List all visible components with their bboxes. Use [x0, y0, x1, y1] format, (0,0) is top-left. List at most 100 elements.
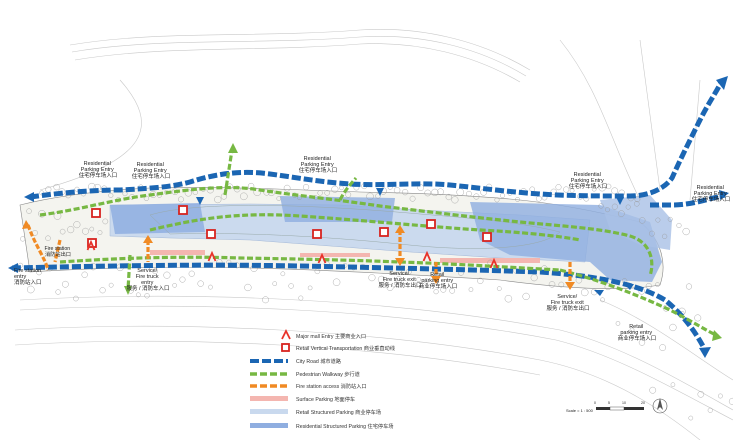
tree-symbol [655, 217, 661, 223]
tree-symbol [473, 193, 480, 200]
scale-tick-0: 0 [594, 401, 596, 405]
tree-symbol [605, 207, 610, 213]
tree-symbol [395, 276, 403, 284]
tree-symbol [649, 386, 657, 394]
tree-symbol [530, 274, 538, 282]
residential-structured-parking-zone-left [110, 203, 205, 234]
walkway-arrows [124, 143, 722, 341]
tree-symbol [102, 218, 109, 225]
tree-symbol [179, 276, 186, 283]
tree-symbol [618, 210, 625, 217]
tree-symbol [331, 185, 339, 193]
tree-symbol [669, 323, 677, 332]
city-road-arrows [8, 76, 729, 358]
retail-vertical-transport-marker [379, 227, 389, 237]
scale-tick-1: 5 [608, 401, 610, 405]
label-retail-entry-mid: Retail parking entry 商业停车场入口 [419, 272, 458, 290]
legend-label-retail-structured-parking: Retail Structured Parking 商业停车场 [296, 408, 381, 416]
tree-symbol [240, 192, 248, 201]
tree-symbol [67, 226, 75, 234]
tree-symbol [494, 197, 500, 203]
tree-symbol [634, 196, 641, 203]
tree-symbol [661, 233, 668, 239]
tree-symbol [563, 186, 570, 193]
fire-access-left-2 [53, 239, 62, 263]
tree-symbol [548, 281, 556, 288]
legend-item-surface-parking: Surface Parking 地面停车 [250, 395, 355, 403]
tree-symbol [298, 295, 304, 301]
tree-symbol [611, 203, 618, 210]
walkway-bottom-left [126, 254, 132, 291]
tree-symbol [26, 208, 32, 214]
major-mall-entry-marker [86, 239, 96, 251]
label-fire-station-exit: Fire station 消防站出口 [44, 246, 71, 258]
major-mall-entry-marker [317, 252, 327, 264]
tree-symbol [555, 184, 562, 191]
tree-symbol [639, 217, 646, 224]
city-road-top-right-spur [650, 192, 726, 208]
tree-symbol [27, 285, 35, 294]
label-res-entry-3: Residential Parking Entry 住宅停车场入口 [299, 156, 338, 174]
tree-symbol [504, 295, 513, 303]
walkway-north-spur-2 [338, 176, 358, 201]
label-service-fire-exit-mid: Service/ Fire truck exit 服务 / 消防车出口 [378, 271, 421, 289]
tree-symbol [393, 187, 401, 194]
tree-symbol [375, 193, 381, 199]
tree-symbol [682, 227, 690, 236]
tree-symbol [55, 289, 61, 295]
tree-symbol [36, 269, 42, 276]
tree-symbol [81, 271, 88, 278]
label-res-entry-2: Residential Parking Entry 住宅停车场入口 [132, 162, 171, 180]
tree-symbol [297, 195, 302, 200]
tree-symbol [409, 195, 416, 202]
tree-symbol [82, 227, 89, 235]
tree-symbol [99, 287, 106, 294]
tree-symbol [366, 192, 374, 201]
retail-vertical-transport-marker [91, 208, 101, 218]
major-mall-entry-marker [207, 250, 217, 262]
tree-symbol [135, 292, 141, 298]
walkway-inner [149, 213, 581, 242]
legend-item-pedestrian-walkway: Pedestrian Walkway 步行道 [250, 370, 360, 378]
tree-symbol [499, 192, 506, 198]
tree-symbol [629, 327, 635, 333]
tree-symbol [477, 277, 484, 284]
tree-symbol [522, 292, 530, 301]
tree-symbol [276, 196, 282, 201]
major-mall-entry-markers [86, 239, 499, 269]
tree-symbol [440, 286, 447, 293]
tree-symbol [433, 289, 439, 295]
tree-symbol [368, 274, 376, 282]
retail-vertical-transport-marker [482, 232, 492, 242]
label-service-fire-exit-right: Service/ Fire truck exit 服务 / 消防车出口 [546, 294, 589, 312]
tree-symbol [262, 296, 269, 304]
legend-label-surface-parking: Surface Parking 地面停车 [296, 395, 355, 403]
tree-symbol [303, 184, 310, 191]
tree-symbol [707, 407, 713, 413]
tree-symbol [244, 283, 252, 292]
fire-access-arrows [22, 220, 575, 290]
tree-symbol [558, 281, 565, 288]
pedestrian-walkway-network [39, 149, 719, 338]
tree-symbol [611, 187, 619, 195]
tree-symbol [676, 222, 682, 228]
fire-access-left [26, 224, 50, 271]
label-res-entry-4: Residential Parking Entry 住宅停车场入口 [569, 172, 608, 190]
tree-symbol [172, 283, 177, 288]
tree-symbol [97, 230, 103, 235]
tree-symbol [591, 186, 597, 192]
tree-symbol [466, 190, 472, 197]
tree-symbol [143, 195, 149, 201]
legend-label-fire-station-access: Fire station access 消防站入口 [296, 382, 367, 390]
tree-symbol [89, 226, 95, 232]
context-contours [14, 29, 733, 440]
city-road-upper [29, 79, 725, 200]
tree-symbol [108, 192, 114, 198]
tree-symbol [332, 278, 341, 286]
tree-symbol [59, 228, 66, 235]
tree-symbol [445, 193, 452, 201]
tree-symbol [272, 281, 277, 286]
tree-symbol [569, 188, 575, 193]
label-service-fire-entry: Service/ Fire truck entry 服务 / 消防车入口 [126, 268, 169, 292]
tree-symbol [605, 183, 612, 190]
